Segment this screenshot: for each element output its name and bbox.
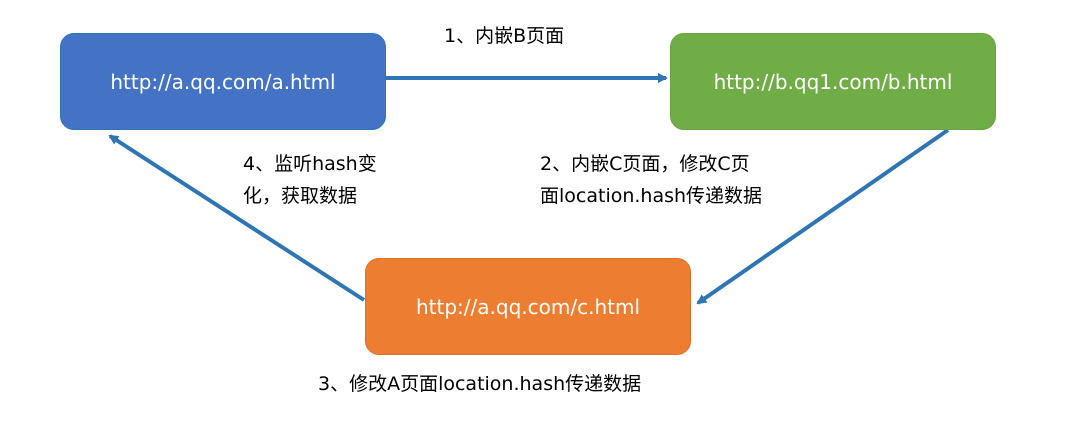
- step2-line1: 2、内嵌C页面，修改C页: [540, 153, 750, 175]
- step3-label: 3、修改A页面location.hash传递数据: [318, 373, 642, 395]
- step2-label: 2、内嵌C页面，修改C页 面location.hash传递数据: [540, 148, 762, 212]
- node-b-label: http://b.qq1.com/b.html: [713, 69, 953, 94]
- step4-line2: 化，获取数据: [243, 185, 358, 207]
- step1-label: 1、内嵌B页面: [444, 25, 565, 47]
- node-c-label: http://a.qq.com/c.html: [416, 294, 640, 319]
- arrow-b-to-c: [696, 128, 950, 305]
- arrow-c-to-a: [108, 134, 366, 302]
- step4-line1: 4、监听hash变: [243, 153, 377, 175]
- step4-label: 4、监听hash变 化，获取数据: [243, 148, 377, 212]
- node-a-page: http://a.qq.com/a.html: [60, 33, 386, 130]
- node-c-page: http://a.qq.com/c.html: [365, 258, 691, 355]
- step2-line2: 面location.hash传递数据: [540, 185, 763, 207]
- node-b-page: http://b.qq1.com/b.html: [670, 33, 996, 130]
- node-a-label: http://a.qq.com/a.html: [110, 69, 336, 94]
